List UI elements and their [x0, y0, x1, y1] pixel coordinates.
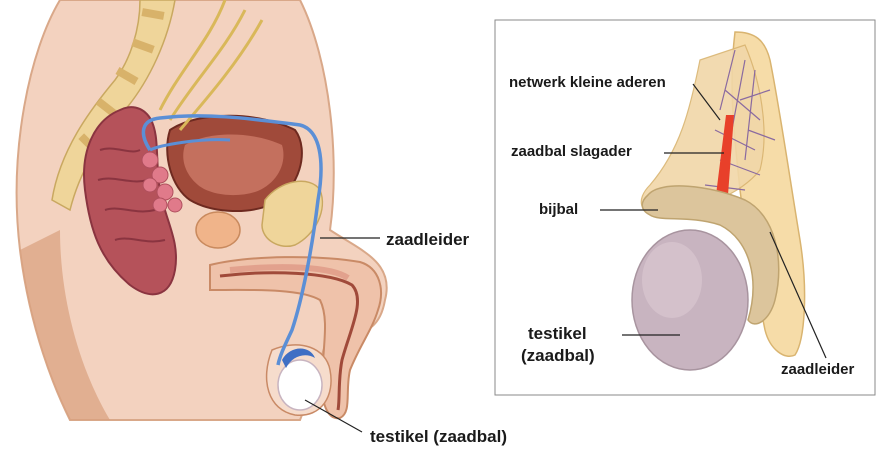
label-testikel-inset-line1: testikel: [528, 323, 587, 344]
label-zaadleider-inset: zaadleider: [781, 361, 854, 380]
label-testikel-inset-line2: (zaadbal): [521, 345, 595, 366]
testicle-highlight: [642, 242, 702, 318]
label-zaadleider-left: zaadleider: [386, 229, 469, 250]
label-netwerk-kleine-aderen: netwerk kleine aderen: [509, 74, 666, 93]
pelvic-cross-section: [17, 0, 387, 432]
label-testikel-left: testikel (zaadbal): [370, 426, 507, 447]
label-bijbal: bijbal: [539, 201, 578, 220]
label-zaadbal-slagader: zaadbal slagader: [511, 143, 632, 162]
testis-left: [278, 360, 322, 410]
prostate: [196, 212, 240, 248]
